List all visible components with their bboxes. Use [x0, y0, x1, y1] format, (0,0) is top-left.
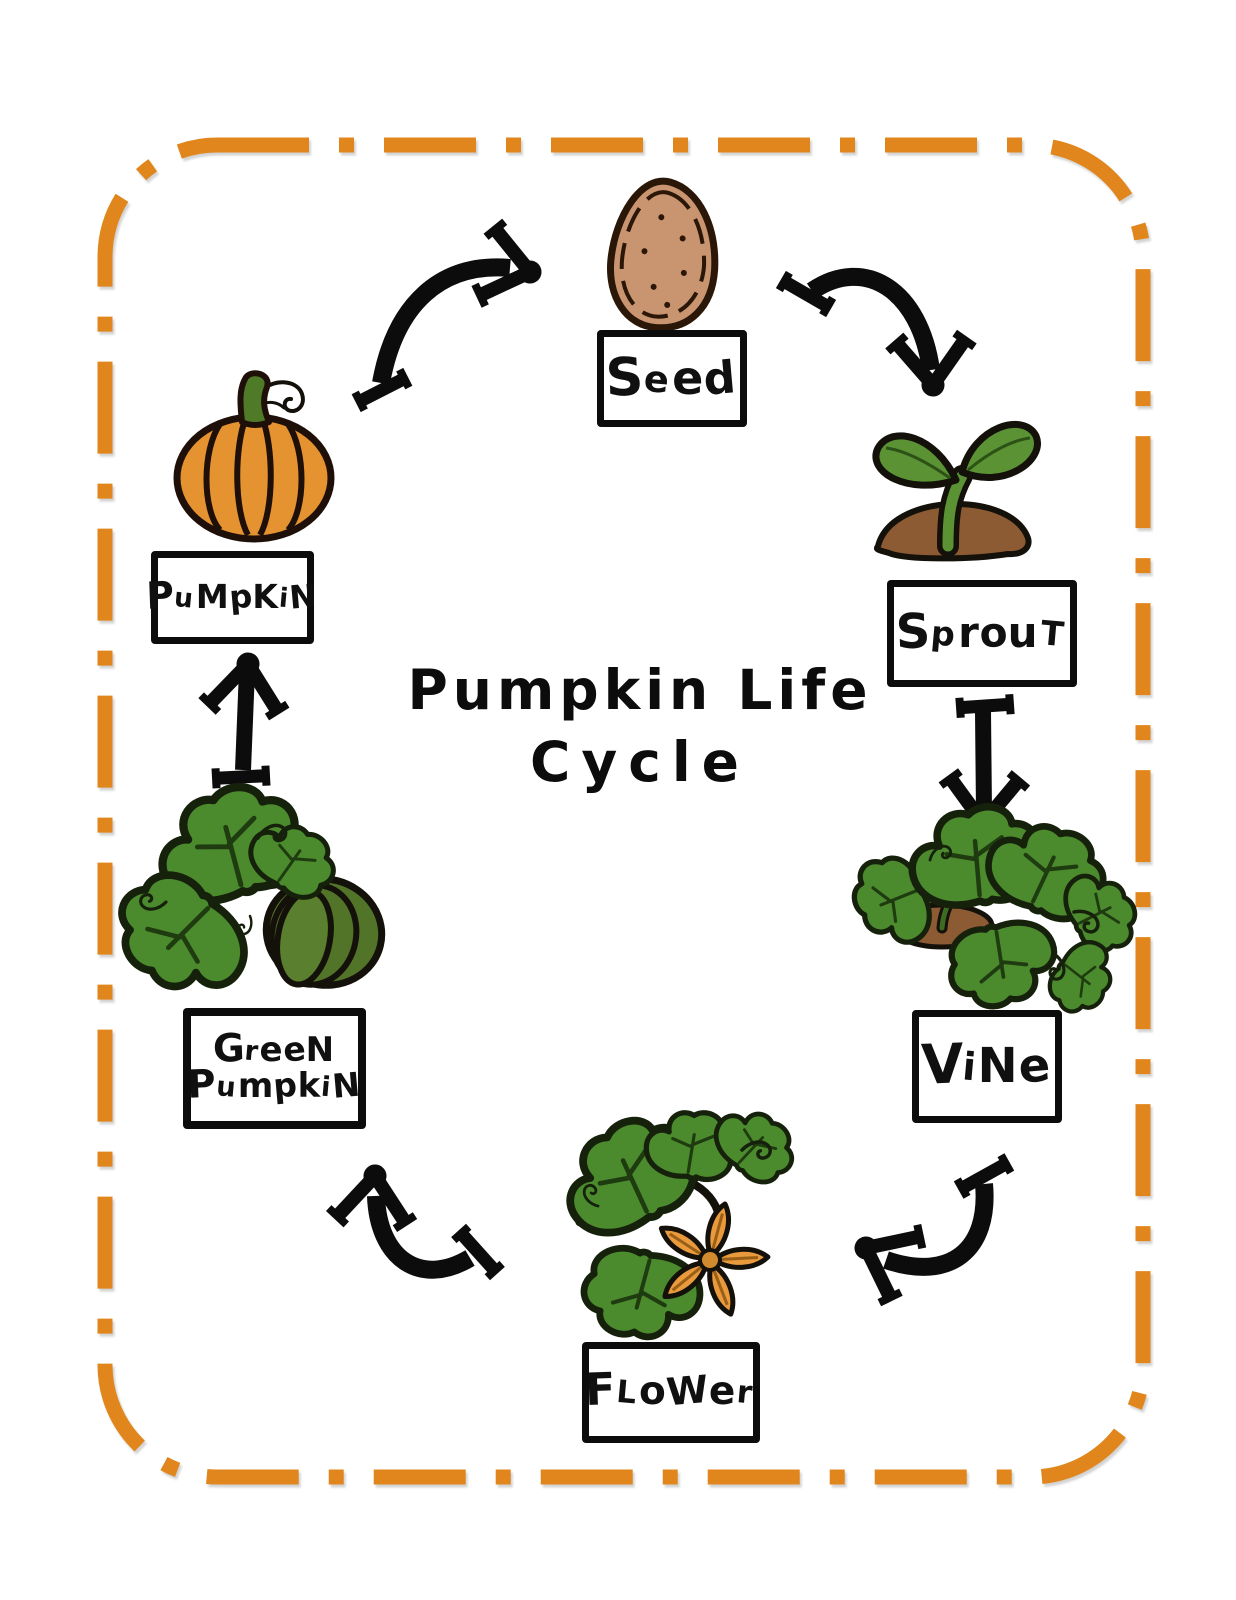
stage-label-green-pumpkin-line2: PumpkiN — [186, 1060, 362, 1108]
sprout-illustration — [872, 420, 1041, 562]
stage-label-seed: Seed — [597, 330, 747, 427]
arrow-green-pumpkin-to-pumpkin — [200, 649, 293, 789]
arrow-pumpkin-to-seed — [355, 218, 550, 410]
stage-label-green-pumpkin: GreeN PumpkiN — [183, 1008, 366, 1129]
stage-label-flower-text: FLoWer — [584, 1364, 755, 1417]
stage-label-green-pumpkin-line1: GreeN — [212, 1025, 335, 1072]
arrow-flower-to-green-pumpkin — [327, 1161, 502, 1277]
vine-illustration — [842, 800, 1147, 1023]
stage-label-seed-text: Seed — [604, 345, 738, 409]
stage-label-sprout-text: SprouT — [894, 603, 1065, 661]
seed-illustration — [607, 177, 719, 332]
flower-illustration — [547, 1095, 806, 1349]
page-title-line2: Cycle — [530, 729, 750, 794]
stage-label-pumpkin-text: PuMpKiN — [145, 572, 318, 619]
arrow-vine-to-flower — [837, 1155, 1011, 1309]
arrow-sprout-to-vine — [939, 694, 1028, 835]
arrow-seed-to-sprout — [779, 273, 976, 398]
page-title-line1: Pumpkin Life — [407, 658, 873, 722]
page-title: Pumpkin Life Cycle — [340, 655, 940, 798]
stage-label-pumpkin: PuMpKiN — [145, 551, 318, 644]
stage-label-vine: ViNe — [912, 1010, 1062, 1123]
pumpkin-flower-blossom — [658, 1201, 771, 1317]
dashed-border-frame — [97, 137, 1151, 1485]
pumpkin-illustration — [173, 370, 335, 543]
stage-label-vine-text: ViNe — [920, 1032, 1052, 1098]
cycle-arrows — [200, 218, 1028, 1309]
stage-label-sprout: SprouT — [887, 580, 1077, 687]
green-pumpkin-illustration — [99, 772, 386, 1018]
stage-label-flower: FLoWer — [582, 1342, 760, 1443]
